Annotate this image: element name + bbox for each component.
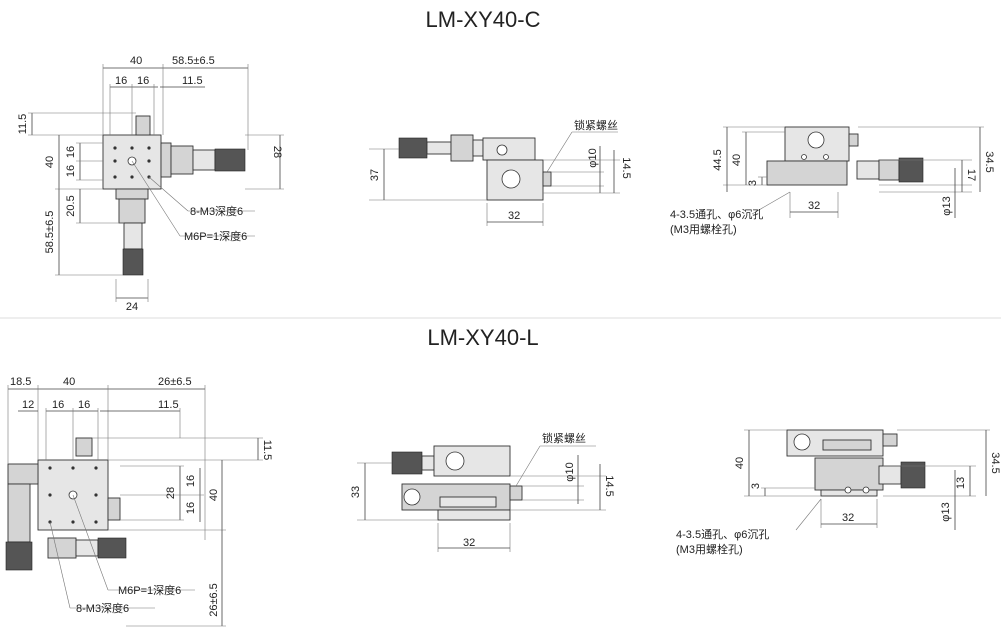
l-top-dim-26: 26±6.5: [158, 376, 192, 388]
c-side-dim-40: 40: [731, 154, 743, 166]
title-xy40-c: LM-XY40-C: [426, 7, 541, 32]
c-front-lock-label: 锁紧螺丝: [574, 118, 618, 132]
c-front-dim-37: 37: [369, 169, 381, 181]
c-front-dim-phi10: φ10: [587, 148, 599, 167]
l-top-m3-note: 8-M3深度6: [76, 601, 129, 615]
l-side-dim-32: 32: [842, 512, 854, 524]
l-top-dim-16b: 16: [78, 399, 90, 411]
c-side-dim-17: 17: [965, 169, 977, 181]
c-top-dim-24: 24: [126, 301, 138, 313]
l-top-dim-12: 12: [22, 399, 34, 411]
c-side-view: [723, 126, 984, 218]
l-side-view: [744, 429, 990, 531]
l-side-dim-40: 40: [734, 457, 746, 469]
l-top-dim-11-5h: 11.5: [158, 399, 179, 411]
l-front-dim-14-5: 14.5: [603, 475, 615, 496]
l-top-dim-18-5: 18.5: [10, 376, 31, 388]
c-top-dim-20-5: 20.5: [65, 195, 77, 216]
l-top-dim-40: 40: [63, 376, 75, 388]
l-side-dim-34-5: 34.5: [989, 452, 1001, 473]
l-front-dim-32: 32: [463, 537, 475, 549]
l-top-dim-16a: 16: [52, 399, 64, 411]
l-top-m6-note: M6P=1深度6: [118, 583, 181, 597]
l-front-dim-33: 33: [350, 486, 362, 498]
title-xy40-l: LM-XY40-L: [427, 325, 538, 350]
c-top-dim-16d: 16: [65, 165, 77, 177]
c-top-m3-note: 8-M3深度6: [190, 204, 243, 218]
c-top-dim-40v: 40: [44, 156, 56, 168]
c-top-dim-16b: 16: [137, 75, 149, 87]
l-top-view: [5, 385, 263, 627]
c-top-dim-16c: 16: [65, 146, 77, 158]
c-top-dim-40: 40: [130, 55, 142, 67]
c-side-dim-phi13: φ13: [941, 196, 953, 215]
c-top-dim-28: 28: [271, 146, 283, 158]
l-top-dim-16c: 16: [185, 475, 197, 487]
l-front-dim-phi10: φ10: [564, 462, 576, 481]
c-front-dim-32: 32: [508, 210, 520, 222]
c-side-bolt-note: (M3用螺栓孔): [670, 222, 737, 236]
l-side-hole-note: 4-3.5通孔、φ6沉孔: [676, 528, 769, 541]
c-top-dim-16a: 16: [115, 75, 127, 87]
c-top-m6-note: M6P=1深度6: [184, 229, 247, 243]
c-side-hole-note: 4-3.5通孔、φ6沉孔: [670, 208, 763, 221]
c-side-dim-44-5: 44.5: [712, 149, 724, 170]
l-top-dim-11-5v: 11.5: [261, 440, 273, 461]
c-side-dim-34-5: 34.5: [983, 151, 995, 172]
c-top-dim-58-5v: 58.5±6.5: [44, 211, 56, 254]
c-top-dim-11-5h: 11.5: [182, 75, 203, 87]
c-front-dim-14-5: 14.5: [620, 157, 632, 178]
l-top-dim-28: 28: [165, 487, 177, 499]
c-side-dim-3: 3: [747, 180, 759, 186]
c-top-dim-11-5v: 11.5: [17, 114, 29, 135]
l-side-dim-13: 13: [955, 477, 967, 489]
l-side-bolt-note: (M3用螺栓孔): [676, 542, 743, 556]
l-top-dim-16d: 16: [185, 502, 197, 514]
l-top-dim-40v: 40: [208, 489, 220, 501]
c-top-dim-58-5: 58.5±6.5: [172, 55, 215, 67]
c-side-dim-32: 32: [808, 200, 820, 212]
l-side-dim-3: 3: [750, 483, 762, 489]
l-side-dim-phi13: φ13: [940, 502, 952, 521]
c-front-view: [369, 131, 620, 226]
l-top-dim-26v: 26±6.5: [208, 583, 220, 617]
l-front-view: [357, 445, 606, 552]
l-front-lock-label: 锁紧螺丝: [542, 431, 586, 445]
c-top-view: [28, 64, 284, 302]
